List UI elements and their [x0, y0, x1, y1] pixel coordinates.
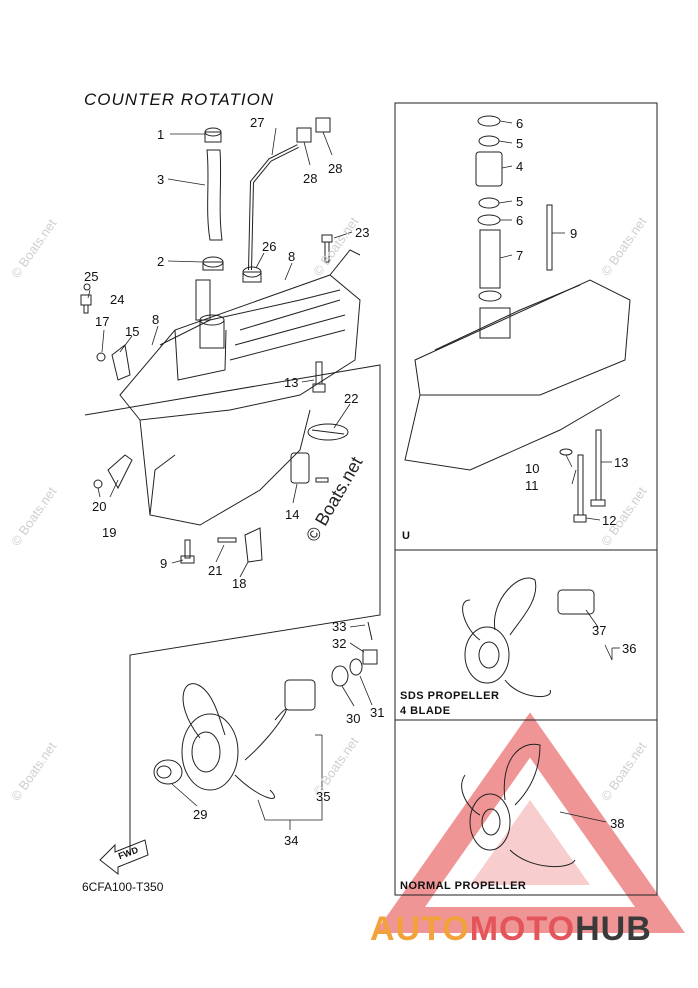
- callout-37: 37: [592, 623, 607, 638]
- callout-21: 21: [208, 563, 223, 578]
- callout-2: 2: [157, 254, 165, 269]
- water-tube: [202, 127, 224, 271]
- panel-sds-label-2: 4 BLADE: [400, 705, 451, 717]
- brand-part-moto: MOTO: [469, 910, 576, 948]
- panel-normal-label: NORMAL PROPELLER: [400, 880, 527, 892]
- callout-4: 4: [516, 159, 524, 174]
- leader-lines: [87, 120, 620, 830]
- group-outline: [84, 364, 381, 855]
- callout-15: 15: [125, 324, 140, 339]
- callout-3: 3: [157, 172, 165, 187]
- fwd-arrow-icon: [99, 839, 149, 876]
- callout-27: 27: [250, 115, 265, 130]
- callout-18: 18: [232, 576, 247, 591]
- callout-9: 9: [160, 556, 168, 571]
- grommet-28a: [296, 127, 312, 143]
- callout-5: 5: [516, 136, 524, 151]
- callout-5: 5: [516, 194, 524, 209]
- callout-32: 32: [332, 636, 347, 651]
- callout-6: 6: [516, 116, 524, 131]
- callout-33: 33: [332, 619, 347, 634]
- brand-part-hub: HUB: [575, 910, 652, 948]
- callout-13: 13: [614, 455, 629, 470]
- brand-part-auto: AUTO: [370, 910, 470, 948]
- callout-24: 24: [110, 292, 125, 307]
- callout-31: 31: [370, 705, 385, 720]
- callout-12: 12: [602, 513, 617, 528]
- page-title: COUNTER ROTATION: [84, 90, 275, 109]
- panel-u-label: U: [402, 530, 411, 542]
- panel-normal: [394, 719, 658, 896]
- anode-22: [307, 423, 349, 441]
- bolt-23: [321, 234, 333, 263]
- callout-20: 20: [92, 499, 107, 514]
- panel-sds-label-1: SDS PROPELLER: [400, 690, 500, 702]
- callout-6: 6: [516, 213, 524, 228]
- callout-10: 10: [525, 461, 540, 476]
- brand-triangle-logo: [374, 712, 686, 933]
- callout-9: 9: [570, 226, 578, 241]
- callout-8: 8: [152, 312, 160, 327]
- callout-36: 36: [622, 641, 637, 656]
- propeller-normal: [461, 743, 576, 868]
- callout-29: 29: [193, 807, 208, 822]
- callout-14: 14: [285, 507, 300, 522]
- propeller-left: [153, 621, 378, 799]
- brand-wordmark: AUTOMOTOHUB: [370, 910, 652, 949]
- callout-8: 8: [288, 249, 296, 264]
- callout-26: 26: [262, 239, 277, 254]
- callout-38: 38: [610, 816, 625, 831]
- callout-22: 22: [344, 391, 359, 406]
- bolt-13-left: [312, 361, 326, 393]
- callout-17: 17: [95, 314, 110, 329]
- callout-35: 35: [316, 789, 331, 804]
- callout-28: 28: [303, 171, 318, 186]
- fitting-24-25: [80, 283, 92, 314]
- small-parts-left: [93, 344, 329, 564]
- callout-19: 19: [102, 525, 117, 540]
- callout-11: 11: [525, 478, 539, 493]
- propeller-sds: [462, 577, 595, 698]
- diagram-code: 6CFA100-T350: [82, 880, 164, 894]
- clip-26: [242, 266, 262, 283]
- callout-25: 25: [84, 269, 99, 284]
- callout-28: 28: [328, 161, 343, 176]
- callout-34: 34: [284, 833, 299, 848]
- callout-13: 13: [284, 375, 299, 390]
- callout-1: 1: [157, 127, 165, 142]
- grommet-28b: [315, 117, 331, 133]
- callout-23: 23: [355, 225, 370, 240]
- callout-7: 7: [516, 248, 524, 263]
- lower-casing-right: [404, 115, 631, 523]
- callout-30: 30: [346, 711, 361, 726]
- lower-casing-left: [119, 249, 361, 526]
